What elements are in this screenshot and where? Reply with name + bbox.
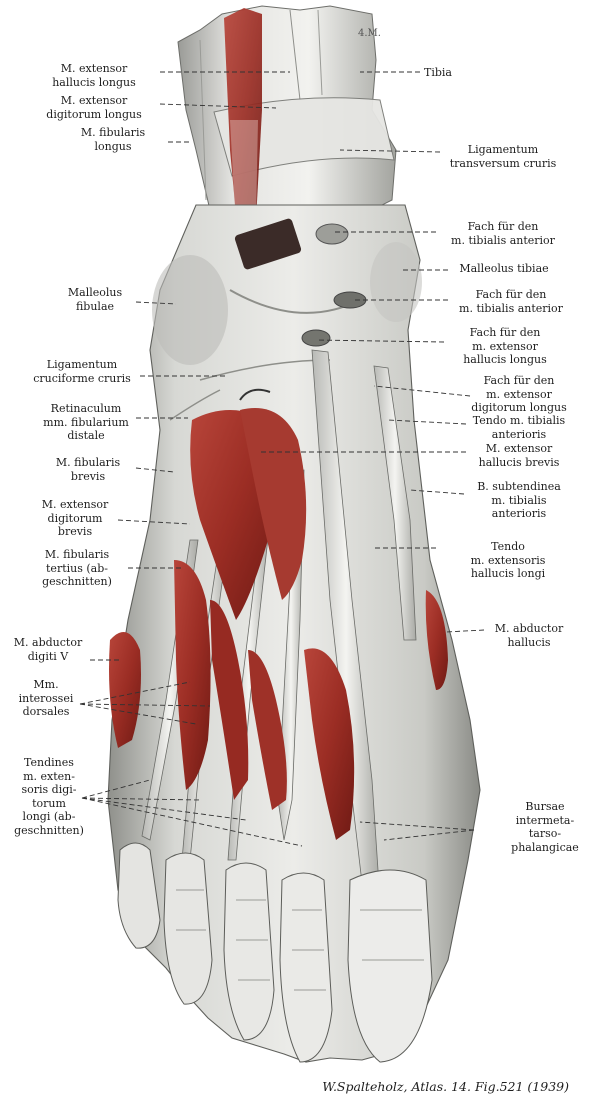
label-line: interossei (18, 691, 74, 705)
label-fach-tibialis-1: Fach für den m. tibialis anterior (438, 220, 568, 247)
label-line: mm. fibularium (43, 415, 129, 429)
label-ligamentum-cruciforme: Ligamentum cruciforme cruris (22, 358, 142, 385)
label-tibia: Tibia (424, 66, 484, 80)
leader-lines (79, 71, 485, 847)
label-malleolus-tibiae: Malleolus tibiae (446, 262, 562, 276)
label-line: Fach für den (483, 374, 555, 387)
label-line: m. tibialis anterior (459, 301, 563, 315)
label-line: tertius (ab- (46, 561, 108, 575)
label-line: distale (67, 429, 105, 442)
label-line: m. extensor (486, 387, 552, 401)
label-extensor-digitorum-longus: M. extensor digitorum longus (30, 94, 158, 121)
label-fach-tibialis-2: Fach für den m. tibialis anterior (446, 288, 576, 315)
label-line: M. extensor (41, 498, 109, 511)
label-line: Malleolus tibiae (459, 262, 549, 275)
label-line: longi (ab- (22, 810, 76, 823)
label-fibularis-brevis: M. fibularis brevis (40, 456, 136, 483)
label-line: anterioris (491, 507, 547, 520)
corner-mark: 4.M. (358, 28, 381, 39)
label-extensor-hallucis-longus: M. extensor hallucis longus (30, 62, 158, 89)
label-abductor-digiti-v: M. abductor digiti V (6, 636, 90, 663)
label-fibularis-longus: M. fibularis longus (60, 126, 166, 153)
label-line: dorsales (22, 705, 70, 718)
toes (117, 842, 433, 1063)
label-line: torum (32, 796, 66, 810)
label-line: Ligamentum (467, 143, 539, 156)
label-line: Fach für den (469, 326, 541, 339)
label-line: B. subtendinea (477, 480, 561, 493)
label-line: M. fibularis (44, 548, 110, 561)
label-line: longus (94, 139, 132, 153)
label-line: brevis (57, 525, 93, 538)
label-line: M. extensor (485, 442, 553, 455)
label-line: anterioris (491, 427, 547, 441)
label-line: hallucis longus (52, 75, 136, 89)
label-line: brevis (70, 469, 106, 483)
label-line: Tibia (424, 66, 452, 79)
label-line: digitorum (47, 511, 103, 525)
label-line: Malleolus (67, 286, 123, 299)
label-line: hallucis brevis (478, 455, 560, 469)
label-line: m. extensor (472, 339, 538, 353)
label-line: hallucis (507, 635, 551, 649)
label-line: tarso- (528, 827, 562, 840)
label-line: m. exten- (23, 769, 75, 783)
muscle-bellies (109, 408, 448, 840)
label-interossei-dorsales: Mm. interossei dorsales (14, 678, 78, 719)
label-line: M. abductor (494, 622, 564, 635)
label-bursa-subtendinea: B. subtendinea m. tibialis anterioris (462, 480, 576, 521)
label-fach-extensor-hallucis: Fach für den m. extensor hallucis longus (446, 326, 564, 367)
label-fach-extensor-digitorum: Fach für den m. extensor digitorum longu… (462, 374, 576, 415)
label-line: Tendines (24, 756, 74, 769)
label-line: M. abductor (13, 636, 83, 649)
compartments (234, 218, 367, 401)
label-ligamentum-transversum: Ligamentum transversum cruris (438, 143, 568, 170)
label-line: geschnitten) (42, 575, 112, 588)
label-line: Tendo m. tibialis (472, 414, 566, 427)
label-line: fibulae (75, 299, 115, 313)
label-malleolus-fibulae: Malleolus fibulae (52, 286, 138, 313)
label-tendo-extensoris-hallucis: Tendo m. extensoris hallucis longi (440, 540, 576, 581)
label-line: M. extensor (60, 62, 128, 75)
label-line: hallucis longus (463, 353, 547, 366)
label-line: digitorum longus (46, 107, 142, 121)
label-line: digitorum longus (471, 401, 567, 414)
label-line: Fach für den (467, 220, 539, 233)
label-line: phalangicae (511, 840, 579, 854)
label-extensor-hallucis-brevis: M. extensor hallucis brevis (462, 442, 576, 469)
figure-caption: W.Spalteholz, Atlas. 14. Fig.521 (1939) (322, 1079, 569, 1094)
label-abductor-hallucis: M. abductor hallucis (484, 622, 574, 649)
label-line: m. extensoris (470, 553, 546, 567)
label-line: intermeta- (515, 813, 575, 827)
label-line: M. extensor (60, 94, 128, 107)
label-extensor-digitorum-brevis: M. extensor digitorum brevis (30, 498, 120, 539)
label-line: Retinaculum (50, 402, 122, 415)
label-line: m. tibialis (491, 493, 547, 507)
label-line: geschnitten) (14, 823, 84, 837)
label-line: Mm. (33, 678, 59, 691)
label-line: M. fibularis (55, 456, 121, 469)
label-line: digiti V (27, 649, 69, 663)
label-line: Ligamentum (46, 358, 118, 371)
label-fibularis-tertius: M. fibularis tertius (ab- geschnitten) (24, 548, 130, 589)
label-bursae-intermetatarso: Bursae intermeta- tarso- phalangicae (500, 800, 590, 854)
label-line: hallucis longi (470, 567, 546, 580)
label-line: M. fibularis (80, 126, 146, 139)
label-line: transversum cruris (449, 156, 557, 170)
label-tendo-tibialis: Tendo m. tibialis anterioris (462, 414, 576, 441)
label-retinaculum: Retinaculum mm. fibularium distale (34, 402, 138, 443)
label-line: cruciforme cruris (33, 371, 131, 385)
label-line: soris digi- (21, 783, 77, 796)
label-line: m. tibialis anterior (451, 233, 555, 247)
label-line: Tendo (491, 540, 525, 553)
label-line: Bursae (525, 800, 565, 813)
label-tendines-extensoris: Tendines m. exten- soris digi- torum lon… (14, 756, 84, 837)
label-line: Fach für den (475, 288, 547, 301)
